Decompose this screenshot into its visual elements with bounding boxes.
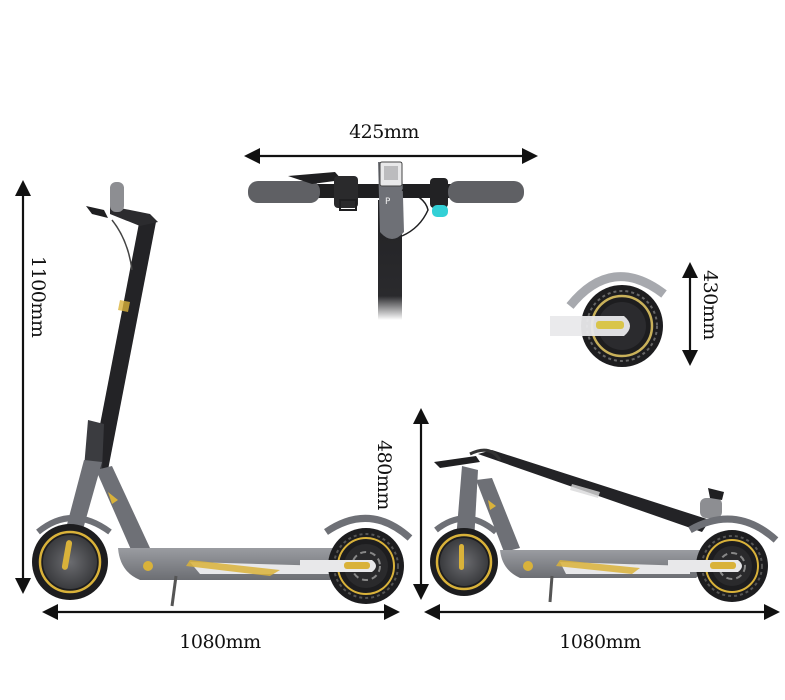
folded-handle-loop	[469, 448, 502, 461]
folded-side-view	[430, 448, 779, 603]
down-tube	[96, 466, 150, 552]
right-grip	[448, 181, 524, 203]
folded-tube-accent	[488, 500, 496, 510]
unfolded-length-label: 1080mm	[179, 631, 261, 653]
handlebar-width-label: 425mm	[349, 121, 419, 143]
folded-height-label: 480mm	[373, 440, 395, 510]
folded-rear-fender	[688, 515, 779, 543]
folded-deck-gold	[556, 560, 640, 574]
folded-length-label: 1080mm	[559, 631, 641, 653]
stem	[92, 218, 156, 470]
total-height-dimension: 1100mm	[15, 180, 49, 594]
unfolded-side-view	[32, 182, 413, 607]
folded-brake-lever	[434, 456, 480, 468]
kickstand	[170, 575, 178, 607]
folded-stem-label	[570, 484, 600, 498]
front-fender	[36, 515, 112, 535]
folded-height-dimension: 480mm	[373, 408, 429, 600]
handlebar-width-dimension: 425mm	[244, 121, 538, 164]
folded-swingarm-reflector	[710, 562, 736, 569]
cable	[401, 189, 429, 237]
deck-reflector	[143, 561, 153, 571]
detail-reflector	[596, 321, 624, 329]
throttle-indicator-cyan	[432, 205, 448, 217]
brake-lever-side	[86, 206, 108, 218]
folded-down-tube	[476, 478, 520, 552]
front-wheel	[32, 524, 108, 600]
brake-lever	[288, 172, 342, 184]
wheel-height-label: 430mm	[699, 270, 721, 340]
folded-front-wheel	[430, 528, 498, 596]
folded-grip	[700, 498, 722, 518]
qr-code	[384, 166, 398, 180]
brake-clamp	[334, 176, 358, 208]
down-tube-accent	[108, 492, 118, 504]
folded-reflector	[523, 561, 533, 571]
left-grip	[248, 181, 320, 203]
deck-gold-stripe	[186, 560, 280, 576]
rear-fender	[324, 515, 413, 541]
folded-length-dimension: 1080mm	[424, 604, 780, 653]
swingarm-reflector	[344, 562, 370, 569]
folded-front-fender	[434, 515, 498, 535]
folding-clamp	[84, 420, 104, 470]
handlebar-top-view: P 425mm	[244, 121, 538, 320]
throttle-housing	[430, 178, 448, 208]
stem-accent	[118, 300, 130, 312]
speed-readout: P	[385, 197, 391, 207]
folded-lever-rear	[708, 488, 724, 500]
folded-fork	[456, 466, 478, 542]
total-height-label: 1100mm	[27, 256, 49, 338]
brake-cable	[111, 219, 133, 271]
handlebar-side	[110, 206, 158, 226]
folded-kickstand	[548, 575, 554, 603]
grip-side	[110, 182, 124, 212]
rear-wheel-detail: 430mm	[550, 262, 721, 367]
detail-fender	[566, 272, 667, 309]
unfolded-length-dimension: 1080mm	[42, 604, 400, 653]
bell	[339, 199, 357, 211]
